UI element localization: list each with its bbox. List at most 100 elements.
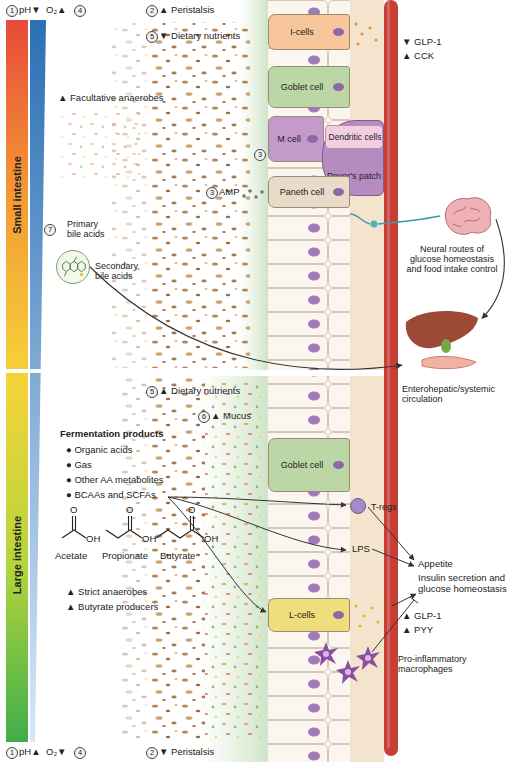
region-label: Large intestine xyxy=(12,516,23,594)
chemical-atom: OH xyxy=(86,533,100,544)
region-label: Small intestine xyxy=(12,156,23,234)
callout-number: 2 xyxy=(146,5,158,17)
macrophages: Pro-inflammatory macrophages xyxy=(312,640,382,686)
node-label: Goblet cell xyxy=(271,460,333,470)
node-label: I-cells xyxy=(271,27,333,37)
molecule-name: Butyrate xyxy=(160,550,195,561)
annotation: ▲ Butyrate producers xyxy=(66,601,158,612)
neuron-body xyxy=(371,221,378,228)
annotation: LPS xyxy=(352,543,370,554)
connector-arrow xyxy=(90,267,402,369)
goblet-cell: Goblet cell xyxy=(268,438,350,492)
callout-number: 1 xyxy=(6,5,18,17)
chemical-atom: O xyxy=(188,504,195,515)
list-item: ● Organic acids xyxy=(66,444,132,455)
annotation: AMP xyxy=(219,186,240,197)
node-label: Paneth cell xyxy=(271,187,333,197)
dendritic-cells: Dendritic cells xyxy=(325,125,383,149)
antimicrobial-peptides xyxy=(242,189,264,199)
node-label: Goblet cell xyxy=(271,82,333,92)
liver-pancreas: Enterohepatic/systemic circulation xyxy=(402,304,482,376)
lamina-propria xyxy=(350,376,384,762)
node-label: Secondary bile acids xyxy=(95,261,151,281)
enteroendocrine-cell: L-cells xyxy=(268,598,350,632)
node-label: L-cells xyxy=(271,610,333,620)
food-particles xyxy=(150,22,250,368)
hormone-label: ▼ GLP-1 xyxy=(402,36,442,47)
epithelium xyxy=(268,376,350,762)
callout-number: 5 xyxy=(146,31,158,43)
brain-icon-outline xyxy=(440,194,496,240)
callout-number: 2 xyxy=(146,747,158,759)
annotation: ▲ Peristalsis xyxy=(159,4,214,15)
list-item: ● Other AA metabolites xyxy=(66,474,164,485)
callout-number: 3 xyxy=(206,187,218,199)
liver-pancreas-outline xyxy=(402,304,482,376)
node-label: Dendritic cells xyxy=(326,132,384,142)
t-reg-cell: T-regs xyxy=(350,498,366,514)
node-label: M cell xyxy=(271,134,307,144)
outcome-label: Appetite xyxy=(418,558,453,569)
node-label: Enterohepatic/systemic circulation xyxy=(402,384,518,404)
m-cell: M cell xyxy=(268,116,324,162)
node-label: T-regs xyxy=(371,502,411,512)
goblet-cell: Goblet cell xyxy=(268,66,350,108)
axis-label: pH▲ xyxy=(19,746,41,757)
annotation: ▼ Dietary nutrients xyxy=(159,30,240,41)
molecule-name: Acetate xyxy=(55,550,87,561)
hormone-label: ▲ GLP-1 xyxy=(402,610,442,621)
neuron xyxy=(350,214,370,224)
enteroendocrine-cell: I-cells xyxy=(268,14,350,50)
chemical-atom: O xyxy=(126,504,133,515)
node-label: Primary bile acids xyxy=(67,219,113,239)
callout-number: 4 xyxy=(74,5,86,17)
neuron-axon xyxy=(378,216,440,224)
hormone-label: ▲ CCK xyxy=(402,50,434,61)
secreted-hormone xyxy=(354,22,377,45)
annotation: ▲ Dietary nutrients xyxy=(159,385,240,396)
hormone-label: ▲ PYY xyxy=(402,624,433,635)
chemical-atom: O xyxy=(70,504,77,515)
secreted-hormone xyxy=(354,604,379,627)
callout-number: 6 xyxy=(198,411,210,423)
region-divider xyxy=(0,369,48,373)
list-item: ● BCAAs and SCFAs xyxy=(66,489,156,500)
signal-arrows xyxy=(168,497,418,652)
axis-label: O₂▲ xyxy=(46,4,66,15)
bile-acid-icon-outline xyxy=(57,251,89,283)
axis-label: O₂▼ xyxy=(46,746,66,757)
chemical-atom: OH xyxy=(142,533,156,544)
paneth-cell: Paneth cell xyxy=(268,176,350,208)
outcome-label: Insulin secretion and glucose homeostasi… xyxy=(418,572,518,594)
epithelium xyxy=(268,0,350,370)
chemical-structure xyxy=(62,516,204,538)
food-particles xyxy=(112,22,150,368)
vessel-highlight xyxy=(387,0,390,748)
annotation: ▲ Facultative anaerobes xyxy=(58,92,164,103)
annotation: ▲ Mucus xyxy=(211,410,251,421)
callout-number: 5 xyxy=(146,386,158,398)
blood-vessel xyxy=(384,0,398,756)
bile-acid-icon: Primary bile acidsSecondary bile acids xyxy=(56,250,90,284)
bacteria xyxy=(205,380,265,740)
bacteria xyxy=(60,110,140,180)
section-heading: Fermentation products xyxy=(60,428,163,439)
molecule-name: Propionate xyxy=(102,550,148,561)
node-label: Neural routes of glucose homeostasis and… xyxy=(404,244,500,274)
callout-number: 4 xyxy=(74,747,86,759)
oxygen-bar xyxy=(30,20,46,742)
chemical-atom: OH xyxy=(204,533,218,544)
annotation: ▲ Strict anaerobes xyxy=(66,586,147,597)
mucus-layer xyxy=(196,376,268,762)
node-label: Pro-inflammatory macrophages xyxy=(398,654,518,674)
brain-icon: Neural routes of glucose homeostasis and… xyxy=(440,194,496,240)
macrophages-outline xyxy=(312,640,382,686)
callout-number: 3 xyxy=(254,149,266,161)
callout-number: 1 xyxy=(6,747,18,759)
annotation: ▼ Peristalsis xyxy=(159,746,214,757)
axis-label: pH▼ xyxy=(19,4,41,15)
ph-bar xyxy=(6,20,28,742)
